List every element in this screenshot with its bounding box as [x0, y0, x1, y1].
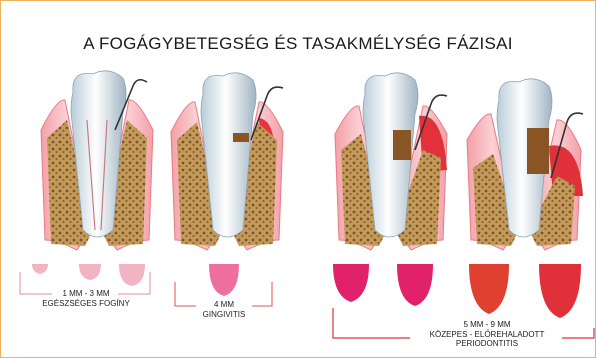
depth-text: 1 MM - 3 MM [32, 289, 140, 299]
depth-marker-4mm [209, 264, 239, 296]
tooth-stage-healthy [41, 71, 153, 250]
tooth-stage-moderate [335, 73, 447, 250]
depth-text: 4 MM [186, 300, 262, 310]
tooth-stage-advanced [467, 79, 583, 250]
stage-label-gingivitis: 4 MM GINGIVITIS [186, 300, 262, 319]
stage-label-healthy: 1 MM - 3 MM EGÉSZSÉGES FOGÍNY [32, 289, 140, 308]
depth-marker-7mm [469, 264, 509, 314]
depth-marker-9mm [539, 264, 581, 318]
stage-name-line2: PERIODONTITIS [412, 339, 562, 349]
stage-name: GINGIVITIS [186, 310, 262, 320]
depth-marker-3mm [119, 264, 145, 286]
depth-text: 5 MM - 9 MM [412, 320, 562, 330]
stage-name: EGÉSZSÉGES FOGÍNY [32, 299, 140, 309]
tooth-stage-gingivitis [171, 73, 283, 250]
depth-marker-2mm [79, 264, 101, 280]
depth-marker-6mm [397, 264, 433, 306]
depth-marker-1mm [32, 264, 48, 274]
stage-name: KÖZEPES - ELŐREHALADOTT [412, 330, 562, 340]
stage-label-periodontitis: 5 MM - 9 MM KÖZEPES - ELŐREHALADOTT PERI… [412, 320, 562, 349]
depth-marker-5mm [333, 264, 369, 302]
